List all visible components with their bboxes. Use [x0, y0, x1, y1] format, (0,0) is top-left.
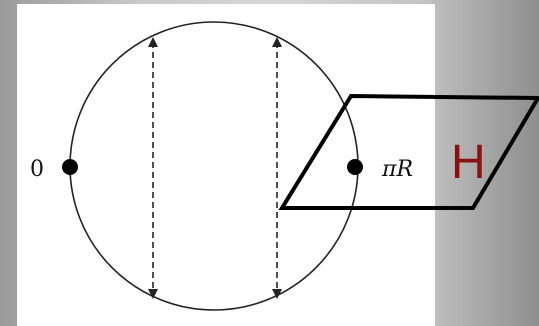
plane-parallelogram: [278, 93, 539, 210]
label-zero: 0: [30, 157, 44, 182]
point-pi-r: [347, 159, 363, 175]
figure-panel: [17, 4, 435, 326]
plane-label: H: [451, 136, 486, 189]
point-zero: [62, 159, 78, 175]
label-pi-r: πR: [381, 157, 413, 182]
